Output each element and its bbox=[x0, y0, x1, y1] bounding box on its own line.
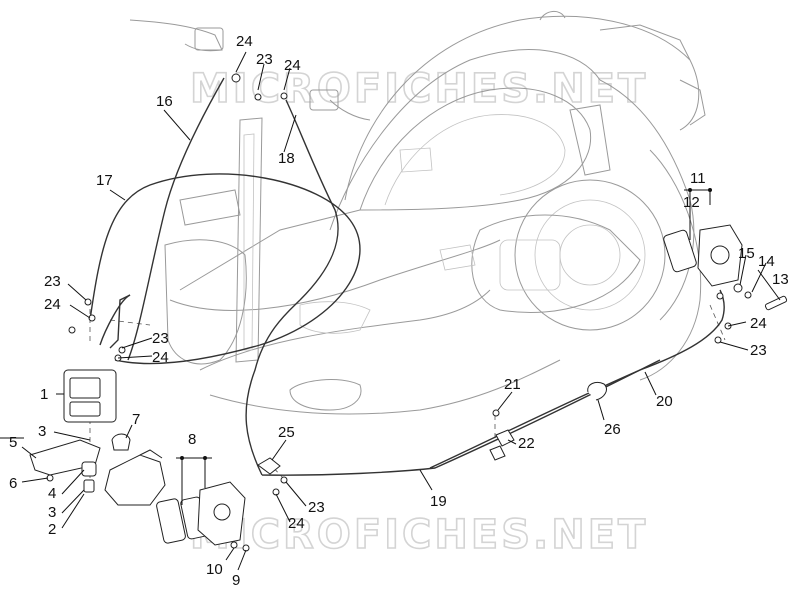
callout-14: 14 bbox=[758, 253, 775, 270]
callout-9: 9 bbox=[232, 572, 240, 589]
callout-7: 7 bbox=[132, 411, 140, 428]
callout-5: 5 bbox=[9, 434, 17, 451]
hose-clip-26 bbox=[587, 381, 607, 401]
callout-24-left: 24 bbox=[44, 296, 61, 313]
rubber-4 bbox=[81, 461, 97, 477]
callout-12: 12 bbox=[683, 194, 700, 211]
cable-17 bbox=[89, 173, 361, 365]
cable-20 bbox=[429, 289, 725, 469]
hose-clip-25 bbox=[257, 457, 281, 475]
callout-11: 11 bbox=[690, 170, 706, 187]
callout-23-top: 23 bbox=[256, 51, 273, 68]
brake-pad-front bbox=[156, 498, 186, 544]
callout-23-middle: 23 bbox=[152, 330, 169, 347]
group-brackets bbox=[176, 188, 712, 505]
watermark-bottom: MICROFICHES.NET bbox=[190, 512, 648, 558]
callout-22: 22 bbox=[518, 435, 535, 452]
callout-17: 17 bbox=[96, 172, 113, 189]
caliper-bracket bbox=[104, 454, 166, 506]
cable-18 bbox=[285, 99, 339, 301]
callout-26: 26 bbox=[604, 421, 621, 438]
callout-24-top-right: 24 bbox=[284, 57, 301, 74]
callout-24-middle: 24 bbox=[152, 349, 169, 366]
callout-18: 18 bbox=[278, 150, 295, 167]
callout-10: 10 bbox=[206, 561, 223, 578]
dashed-guides bbox=[89, 300, 726, 481]
callout-21: 21 bbox=[504, 376, 521, 393]
callout-19: 19 bbox=[430, 493, 447, 510]
callout-20: 20 bbox=[656, 393, 673, 410]
scooter-frame-drawing bbox=[129, 11, 706, 415]
callout-23-left: 23 bbox=[44, 273, 61, 290]
callout-1: 1 bbox=[40, 386, 48, 403]
callout-24-bottom: 24 bbox=[288, 515, 305, 532]
callout-23-right: 23 bbox=[750, 342, 767, 359]
callout-15: 15 bbox=[738, 245, 755, 262]
clamp-7 bbox=[111, 433, 131, 451]
callout-3-upper: 3 bbox=[38, 423, 46, 440]
part-art bbox=[29, 73, 788, 552]
brake-pad-rear bbox=[663, 229, 697, 273]
cable-16 bbox=[127, 77, 225, 361]
callout-6: 6 bbox=[9, 475, 17, 492]
callout-8: 8 bbox=[188, 431, 196, 448]
callout-13: 13 bbox=[772, 271, 789, 288]
callout-16: 16 bbox=[156, 93, 173, 110]
callout-24-right: 24 bbox=[750, 315, 767, 332]
callout-24-top-left: 24 bbox=[236, 33, 253, 50]
callout-23-bottom: 23 bbox=[308, 499, 325, 516]
watermark-top: MICROFICHES.NET bbox=[190, 66, 648, 112]
callout-labels: 1 2 3 3 4 5 6 7 8 9 10 11 12 13 14 15 16… bbox=[9, 33, 789, 589]
leader-lines bbox=[0, 51, 781, 571]
callout-2: 2 bbox=[48, 521, 56, 538]
callout-4: 4 bbox=[48, 485, 56, 502]
callout-25: 25 bbox=[278, 424, 295, 441]
callout-3-lower: 3 bbox=[48, 504, 56, 521]
